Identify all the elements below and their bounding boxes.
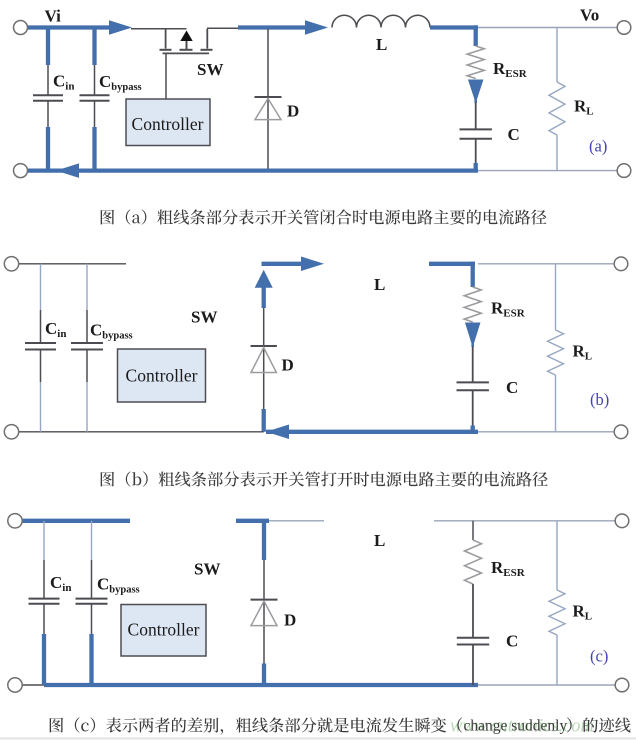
svg-text:L: L [374,275,385,294]
svg-text:Vo: Vo [580,6,599,25]
svg-text:SW: SW [197,60,223,79]
svg-text:D: D [282,356,294,375]
svg-text:change suddenly: change suddenly [464,717,568,734]
svg-text:Controller: Controller [132,114,204,134]
svg-text:SW: SW [191,308,217,327]
svg-text:Controller: Controller [128,620,200,640]
svg-text:(a): (a) [589,137,607,156]
svg-text:D: D [287,102,299,121]
svg-text:D: D [284,611,296,630]
svg-text:Vi: Vi [45,6,62,25]
svg-text:(c): (c) [590,647,608,666]
svg-text:C: C [506,632,518,651]
svg-text:C: C [506,378,518,397]
svg-text:C: C [508,125,520,144]
svg-text:L: L [376,35,387,54]
svg-text:Controller: Controller [126,366,198,386]
svg-text:(b): (b) [590,390,609,409]
svg-text:SW: SW [194,560,220,579]
svg-text:www.cntronics.com: www.cntronics.com [450,717,594,737]
svg-text:L: L [374,531,385,550]
